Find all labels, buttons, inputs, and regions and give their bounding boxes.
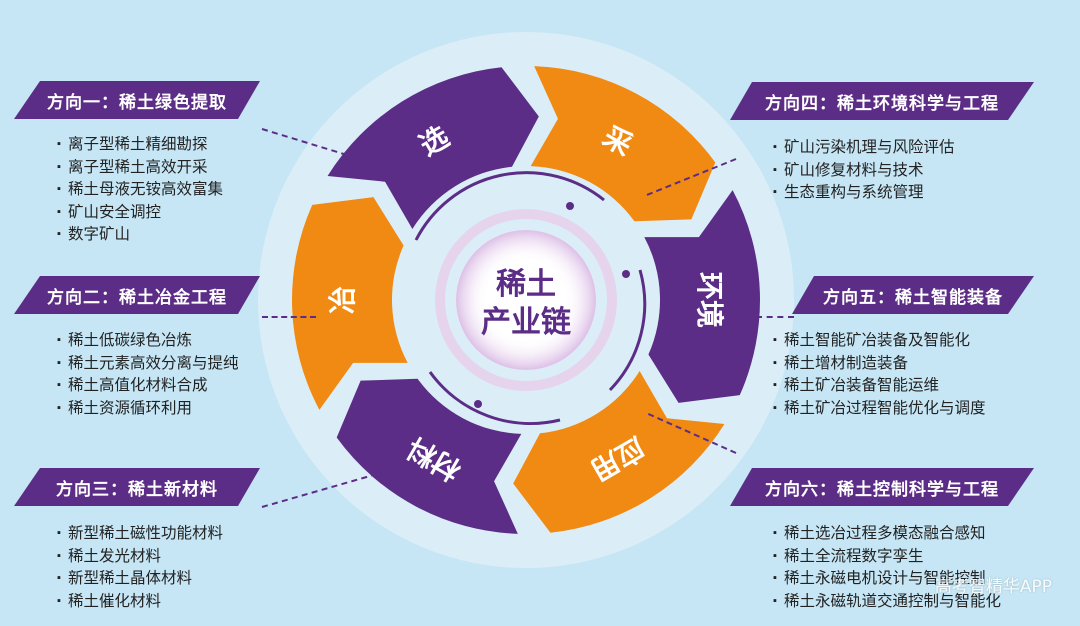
- center-title-line1: 稀土: [496, 267, 556, 302]
- cycle-arrow-segment: [644, 190, 760, 403]
- cycle-label: 环境: [693, 272, 726, 328]
- list-item: 稀土母液无铵高效富集: [56, 178, 223, 201]
- direction-5-banner: 方向五：稀土智能装备: [792, 276, 1034, 314]
- list-item: 稀土高值化材料合成: [56, 374, 239, 397]
- direction-3-banner: 方向三：稀土新材料: [14, 468, 260, 506]
- list-item: 稀土永磁轨道交通控制与智能化: [772, 590, 1001, 613]
- list-item: 稀土资源循环利用: [56, 397, 239, 420]
- inner-arc-bottom: [428, 371, 561, 426]
- cycle-arrow-segment: [513, 371, 725, 533]
- inner-arc-right: [608, 269, 647, 392]
- inner-ring: [435, 209, 617, 391]
- direction-3-list: 新型稀土磁性功能材料 稀土发光材料 新型稀土晶体材料 稀土催化材料: [56, 522, 223, 612]
- list-item: 数字矿山: [56, 223, 223, 246]
- list-item: 稀土全流程数字孪生: [772, 545, 1001, 568]
- list-item: 稀土矿冶装备智能运维: [772, 374, 986, 397]
- cycle-arrow-segment: [336, 378, 522, 534]
- list-item: 稀土选冶过程多模态融合感知: [772, 522, 1001, 545]
- direction-4-banner: 方向四：稀土环境科学与工程: [730, 82, 1034, 120]
- direction-2-banner: 方向二：稀土冶金工程: [14, 276, 260, 314]
- list-item: 稀土增材制造装备: [772, 352, 986, 375]
- list-item: 离子型稀土精细勘探: [56, 133, 223, 156]
- direction-6-list: 稀土选冶过程多模态融合感知 稀土全流程数字孪生 稀土永磁电机设计与智能控制 稀土…: [772, 522, 1001, 612]
- list-item: 稀土催化材料: [56, 590, 223, 613]
- inner-arc-dot: [474, 400, 482, 408]
- direction-1-title: 方向一：稀土绿色提取: [47, 92, 227, 113]
- inner-arc-dot: [566, 202, 574, 210]
- watermark: 高考智精华APP: [934, 577, 1052, 597]
- direction-6-title: 方向六：稀土控制科学与工程: [765, 479, 999, 500]
- direction-2-list: 稀土低碳绿色冶炼 稀土元素高效分离与提纯 稀土高值化材料合成 稀土资源循环利用: [56, 329, 239, 419]
- list-item: 新型稀土磁性功能材料: [56, 522, 223, 545]
- center-glow: [456, 230, 596, 370]
- direction-2-title: 方向二：稀土冶金工程: [47, 287, 227, 308]
- cycle-arrow-segment: [530, 66, 716, 222]
- list-item: 稀土元素高效分离与提纯: [56, 352, 239, 375]
- connector-line: [724, 316, 794, 318]
- list-item: 稀土低碳绿色冶炼: [56, 329, 239, 352]
- direction-5-title: 方向五：稀土智能装备: [823, 287, 1003, 308]
- direction-1-list: 离子型稀土精细勘探 离子型稀土高效开采 稀土母液无铵高效富集 矿山安全调控 数字…: [56, 133, 223, 246]
- cycle-arrow-segment: [327, 67, 539, 229]
- list-item: 稀土永磁电机设计与智能控制: [772, 567, 1001, 590]
- inner-arc-top: [414, 171, 605, 241]
- center-title-line2: 产业链: [481, 305, 571, 340]
- list-item: 稀土智能矿冶装备及智能化: [772, 329, 986, 352]
- direction-6-banner: 方向六：稀土控制科学与工程: [730, 468, 1034, 506]
- list-item: 离子型稀土高效开采: [56, 156, 223, 179]
- direction-5-list: 稀土智能矿冶装备及智能化 稀土增材制造装备 稀土矿冶装备智能运维 稀土矿冶过程智…: [772, 329, 986, 419]
- connector-line: [262, 316, 316, 318]
- direction-3-title: 方向三：稀土新材料: [56, 479, 218, 500]
- cycle-arrow-segment: [291, 197, 408, 410]
- direction-1-banner: 方向一：稀土绿色提取: [14, 81, 260, 119]
- list-item: 新型稀土晶体材料: [56, 567, 223, 590]
- cycle-label: 冶: [326, 286, 359, 314]
- list-item: 稀土发光材料: [56, 545, 223, 568]
- direction-4-title: 方向四：稀土环境科学与工程: [765, 93, 999, 114]
- list-item: 矿山修复材料与技术: [772, 159, 955, 182]
- inner-arc-dot: [622, 270, 630, 278]
- list-item: 生态重构与系统管理: [772, 181, 955, 204]
- direction-4-list: 矿山污染机理与风险评估 矿山修复材料与技术 生态重构与系统管理: [772, 136, 955, 204]
- list-item: 矿山污染机理与风险评估: [772, 136, 955, 159]
- list-item: 矿山安全调控: [56, 201, 223, 224]
- list-item: 稀土矿冶过程智能优化与调度: [772, 397, 986, 420]
